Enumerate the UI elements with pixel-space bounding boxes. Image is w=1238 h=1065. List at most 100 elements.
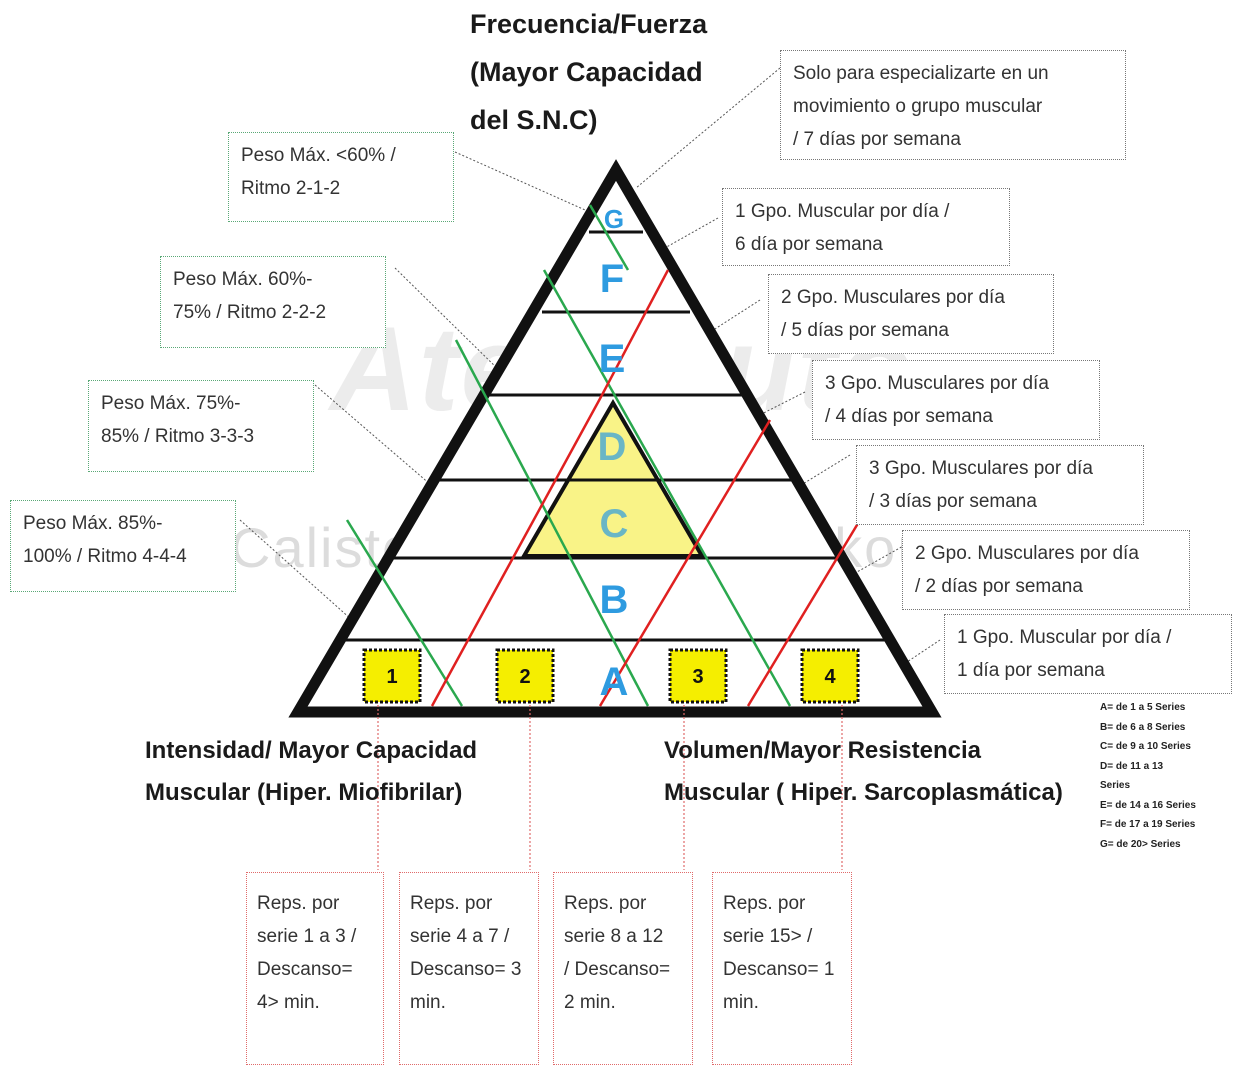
- level-letter-g: G: [604, 204, 624, 234]
- left-note-2: Peso Máx. 60%- 75% / Ritmo 2-2-2: [160, 256, 386, 348]
- note-line: Solo para especializarte en un: [793, 63, 1049, 84]
- note-line: min.: [410, 992, 446, 1013]
- legend-entry: A= de 1 a 5 Series: [1100, 702, 1186, 713]
- note-line: / 5 días por semana: [781, 320, 949, 341]
- note-line: serie 1 a 3 /: [257, 926, 357, 947]
- note-line: Reps. por: [257, 893, 340, 914]
- number-box-1: [362, 648, 422, 704]
- note-line: / 7 días por semana: [793, 129, 961, 150]
- top-title-line-3: del S.N.C): [470, 105, 598, 135]
- note-line: 85% / Ritmo 3-3-3: [101, 426, 255, 447]
- bottom-note-4: Reps. por serie 15> / Descanso= 1 min.: [712, 872, 852, 1065]
- axis-line: Muscular ( Hiper. Sarcoplasmática): [664, 779, 1063, 806]
- axis-line: Volumen/Mayor Resistencia: [664, 737, 981, 764]
- note-line: 3 Gpo. Musculares por día: [869, 458, 1093, 479]
- note-line: 100% / Ritmo 4-4-4: [23, 546, 187, 567]
- note-line: Peso Máx. <60% /: [241, 145, 396, 166]
- number-box-2: [495, 648, 555, 704]
- number-box-label-1: 1: [386, 666, 397, 688]
- note-line: 3 Gpo. Musculares por día: [825, 373, 1049, 394]
- note-line: Descanso=: [257, 959, 353, 980]
- green-line: [588, 204, 630, 271]
- red-line: [600, 269, 670, 396]
- level-letter-a: A: [600, 660, 629, 704]
- top-title-line-2: (Mayor Capacidad: [470, 57, 703, 87]
- axis-line: Muscular (Hiper. Miofibrilar): [145, 779, 463, 806]
- axis-line: Intensidad/ Mayor Capacidad: [145, 737, 478, 764]
- red-line: [598, 419, 772, 707]
- note-line: 1 día por semana: [957, 660, 1105, 681]
- series-legend: A= de 1 a 5 Series B= de 6 a 8 Series C=…: [1100, 698, 1230, 854]
- note-line: / 2 días por semana: [915, 576, 1083, 597]
- note-line: 2 Gpo. Musculares por día: [781, 287, 1005, 308]
- connector-line: [454, 151, 613, 223]
- legend-entry: E= de 14 a 16 Series: [1100, 799, 1196, 811]
- green-line: [542, 269, 792, 707]
- right-note-f: 1 Gpo. Muscular por día / 6 día por sema…: [722, 188, 1010, 266]
- bottom-note-3: Reps. por serie 8 a 12 / Descanso= 2 min…: [553, 872, 693, 1065]
- note-line: 1 Gpo. Muscular por día /: [957, 627, 1172, 648]
- right-note-b: 2 Gpo. Musculares por día / 2 días por s…: [902, 530, 1190, 610]
- right-note-e: 2 Gpo. Musculares por día / 5 días por s…: [768, 274, 1054, 354]
- left-note-1: Peso Máx. <60% / Ritmo 2-1-2: [228, 132, 454, 222]
- green-line: [454, 339, 650, 707]
- number-box-4: [800, 648, 860, 704]
- number-box-label-4: 4: [824, 666, 836, 688]
- right-note-d: 3 Gpo. Musculares por día / 4 días por s…: [812, 360, 1100, 440]
- legend-entry: Series: [1100, 780, 1131, 791]
- legend-entry: C= de 9 a 10 Series: [1100, 741, 1191, 752]
- top-title: Frecuencia/Fuerza (Mayor Capacidad del S…: [470, 0, 707, 144]
- left-axis-label: Intensidad/ Mayor Capacidad Muscular (Hi…: [145, 730, 477, 814]
- left-note-3: Peso Máx. 75%- 85% / Ritmo 3-3-3: [88, 380, 314, 472]
- note-line: Reps. por: [723, 893, 806, 914]
- note-line: serie 8 a 12: [564, 926, 664, 947]
- level-letter-d: D: [598, 425, 627, 469]
- note-line: serie 4 a 7 /: [410, 926, 510, 947]
- red-line: [746, 519, 862, 707]
- number-box-label-2: 2: [519, 666, 530, 688]
- red-line: [430, 394, 604, 707]
- connector-line: [639, 217, 719, 263]
- right-note-g: Solo para especializarte en un movimient…: [780, 50, 1126, 160]
- note-line: movimiento o grupo muscular: [793, 96, 1043, 117]
- level-letter-e: E: [599, 337, 626, 381]
- legend-entry: G= de 20> Series: [1100, 838, 1181, 850]
- level-letter-c: C: [600, 502, 629, 546]
- legend-entry: B= de 6 a 8 Series: [1100, 721, 1186, 733]
- note-line: min.: [723, 992, 759, 1013]
- right-note-a: 1 Gpo. Muscular por día / 1 día por sema…: [944, 614, 1232, 694]
- note-line: 1 Gpo. Muscular por día /: [735, 201, 950, 222]
- note-line: Peso Máx. 75%-: [101, 393, 241, 414]
- note-line: / 4 días por semana: [825, 406, 993, 427]
- note-line: 75% / Ritmo 2-2-2: [173, 302, 327, 323]
- note-line: 6 día por semana: [735, 234, 883, 255]
- note-line: / Descanso=: [564, 959, 671, 980]
- level-letter-f: F: [600, 257, 624, 301]
- left-note-4: Peso Máx. 85%- 100% / Ritmo 4-4-4: [10, 500, 236, 592]
- legend-entry: F= de 17 a 19 Series: [1100, 819, 1196, 830]
- note-line: 2 Gpo. Musculares por día: [915, 543, 1139, 564]
- note-line: 2 min.: [564, 992, 616, 1013]
- note-line: / 3 días por semana: [869, 491, 1037, 512]
- green-line: [345, 519, 464, 707]
- note-line: Peso Máx. 85%-: [23, 513, 163, 534]
- note-line: Peso Máx. 60%-: [173, 269, 313, 290]
- note-line: Reps. por: [564, 893, 647, 914]
- right-note-c: 3 Gpo. Musculares por día / 3 días por s…: [856, 445, 1144, 525]
- note-line: Ritmo 2-1-2: [241, 178, 341, 199]
- note-line: serie 15> /: [723, 926, 813, 947]
- note-line: Reps. por: [410, 893, 493, 914]
- number-box-label-3: 3: [692, 666, 703, 688]
- bottom-note-1: Reps. por serie 1 a 3 / Descanso= 4> min…: [246, 872, 384, 1065]
- level-letter-b: B: [600, 578, 629, 622]
- number-box-3: [668, 648, 728, 704]
- bottom-note-2: Reps. por serie 4 a 7 / Descanso= 3 min.: [399, 872, 539, 1065]
- top-title-line-1: Frecuencia/Fuerza: [470, 9, 708, 39]
- note-line: Descanso= 1: [723, 959, 835, 980]
- note-line: 4> min.: [257, 992, 320, 1013]
- legend-entry: D= de 11 a 13: [1100, 760, 1164, 772]
- note-line: Descanso= 3: [410, 959, 522, 980]
- right-axis-label: Volumen/Mayor Resistencia Muscular ( Hip…: [664, 730, 1063, 814]
- connector-line: [635, 67, 781, 189]
